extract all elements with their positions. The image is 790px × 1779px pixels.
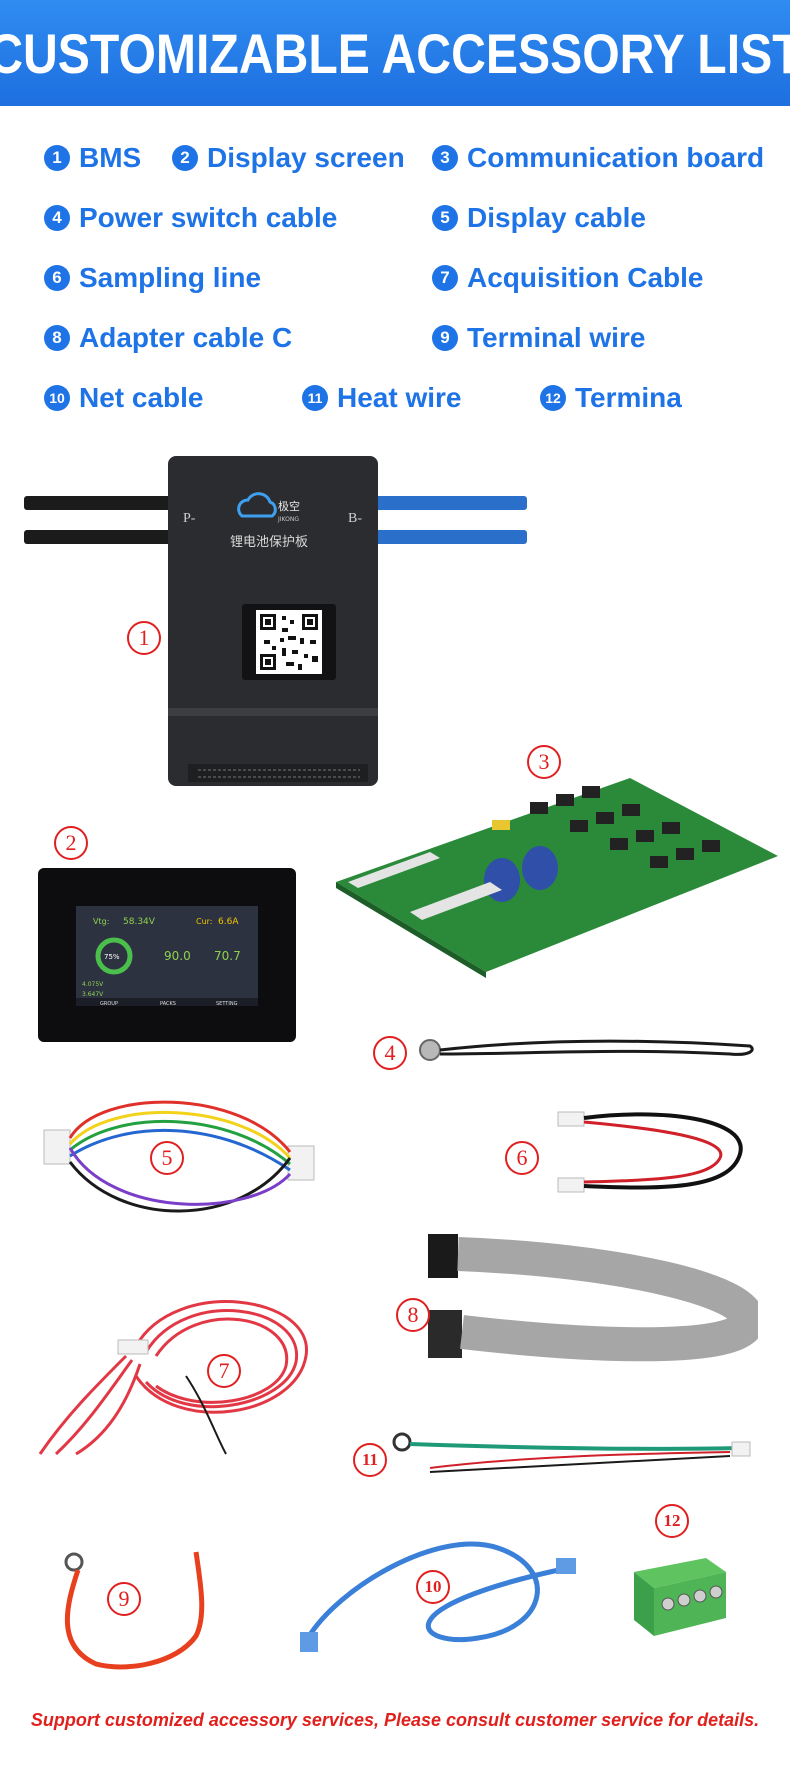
number-badge: 8 <box>44 325 70 351</box>
port-label-p: P- <box>183 511 196 526</box>
qr-code-icon <box>260 614 318 670</box>
heat-wire-photo <box>392 1432 751 1473</box>
number-badge: 9 <box>432 325 458 351</box>
min-cell: 3.647V <box>82 991 104 998</box>
list-item: 8 Adapter cable C <box>44 322 292 354</box>
footer-note: Support customized accessory services, P… <box>30 1710 760 1730</box>
list-item: 3 Communication board <box>432 142 764 174</box>
terminal-wire-photo <box>64 1551 205 1670</box>
list-item-label: Sampling line <box>79 262 262 293</box>
callout-6: 6 <box>505 1141 539 1175</box>
list-item: 12 Termina <box>540 382 682 414</box>
list-item-label: Adapter cable C <box>79 322 293 353</box>
list-item: 10 Net cable <box>44 382 204 414</box>
net-cable-photo <box>300 1541 576 1652</box>
number-badge: 4 <box>44 205 70 231</box>
board-name: 锂电池保护板 <box>230 535 308 550</box>
list-item: 4 Power switch cable <box>44 202 337 234</box>
brand-cn: 极空 <box>278 499 300 513</box>
list-item-label: Heat wire <box>337 382 462 413</box>
number-badge: 12 <box>540 385 566 411</box>
vtg-label: Vtg: <box>93 917 109 926</box>
list-item-label: Display screen <box>207 142 405 173</box>
number-badge: 2 <box>172 145 198 171</box>
capacity-1: 90.0 <box>164 949 191 963</box>
callout-1: 1 <box>127 621 161 655</box>
header-banner: CUSTOMIZABLE ACCESSORY LIST <box>0 0 790 106</box>
list-item-label: Net cable <box>79 382 204 413</box>
list-item: 2 Display screen <box>172 142 405 174</box>
power-switch-cable-photo <box>419 1039 754 1061</box>
list-item-label: Display cable <box>467 202 646 233</box>
callout-7: 7 <box>207 1354 241 1388</box>
callout-9: 9 <box>107 1582 141 1616</box>
list-item: 1 BMS <box>44 142 141 174</box>
callout-4: 4 <box>373 1036 407 1070</box>
soc-value: 75% <box>104 953 120 961</box>
callout-12: 12 <box>655 1504 689 1538</box>
callout-8: 8 <box>396 1298 430 1332</box>
number-badge: 10 <box>44 385 70 411</box>
port-label-b: B- <box>348 511 362 526</box>
callout-11: 11 <box>353 1443 387 1477</box>
display-screen-photo: Vtg: 58.34V Cur: 6.6A 75% 90.0 70.7 4.07… <box>38 868 296 1042</box>
list-item: 9 Terminal wire <box>432 322 645 354</box>
number-badge: 5 <box>432 205 458 231</box>
adapter-cable-photo <box>428 1234 758 1362</box>
brand-en: JIKONG <box>277 516 299 523</box>
capacity-2: 70.7 <box>214 949 241 963</box>
tab-setting: SETTING <box>216 1001 238 1007</box>
list-item: 5 Display cable <box>432 202 646 234</box>
list-item-label: Acquisition Cable <box>467 262 704 293</box>
number-badge: 11 <box>302 385 328 411</box>
list-item: 11 Heat wire <box>302 382 462 414</box>
terminal-block-photo <box>634 1558 726 1636</box>
number-badge: 6 <box>44 265 70 291</box>
list-item: 7 Acquisition Cable <box>432 262 703 294</box>
communication-board-photo <box>336 778 778 978</box>
page-title: CUSTOMIZABLE ACCESSORY LIST <box>0 21 790 85</box>
list-item-label: Terminal wire <box>467 322 646 353</box>
callout-5: 5 <box>150 1141 184 1175</box>
list-item-label: Power switch cable <box>79 202 338 233</box>
sampling-line-photo <box>557 1111 743 1193</box>
display-cable-photo <box>43 1100 315 1213</box>
list-item-label: BMS <box>79 142 142 173</box>
number-badge: 3 <box>432 145 458 171</box>
number-badge: 7 <box>432 265 458 291</box>
cur-value: 6.6A <box>218 917 239 927</box>
list-item-label: Termina <box>575 382 682 413</box>
callout-3: 3 <box>527 745 561 779</box>
cloud-logo-icon <box>237 492 277 518</box>
cur-label: Cur: <box>196 917 213 926</box>
number-badge: 1 <box>44 145 70 171</box>
callout-2: 2 <box>54 826 88 860</box>
bms-photo: P- B- 极空 JIKONG 锂电池保护板 <box>24 456 527 786</box>
vtg-value: 58.34V <box>123 917 156 927</box>
max-cell: 4.075V <box>82 981 104 988</box>
list-item-label: Communication board <box>467 142 765 173</box>
callout-10: 10 <box>416 1570 450 1604</box>
tab-packs: PACKS <box>160 1001 176 1007</box>
list-item: 6 Sampling line <box>44 262 261 294</box>
tab-group: GROUP <box>100 1001 118 1007</box>
acquisition-cable-photo <box>38 1300 308 1456</box>
